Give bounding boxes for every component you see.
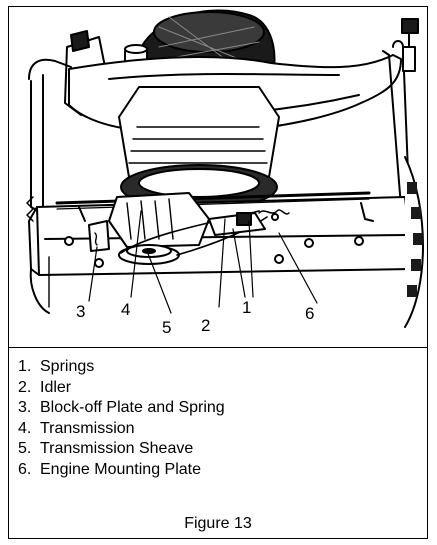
legend-label: Engine Mounting Plate [40,460,201,478]
legend-item: 4. Transmission [18,419,225,440]
legend-item: 1. Springs [18,357,225,378]
legend-item: 6. Engine Mounting Plate [18,460,225,481]
legend-number: 4. [18,419,32,437]
callout-6: 6 [305,304,315,323]
figure-legend: 1. Springs 2. Idler 3. Block-off Plate and … [18,357,225,480]
legend-label: Transmission Sheave [40,440,194,457]
figure-divider [9,347,427,348]
callout-5: 5 [162,318,172,337]
legend-number: 5. [18,440,32,457]
mower-engine-drawing [26,9,424,328]
callout-3: 3 [76,302,86,321]
legend-number: 1. [18,358,32,375]
callout-1: 1 [242,298,252,317]
callout-2: 2 [201,316,211,335]
legend-label: Idler [40,378,72,396]
legend-item: 2. Idler [18,378,225,399]
legend-number: 6. [18,460,32,478]
legend-number: 2. [18,378,32,396]
legend-label: Springs [40,358,95,375]
legend-label: Transmission [40,419,135,437]
legend-item: 5. Transmission Sheave [18,439,225,460]
figure-frame: 3 4 5 2 1 6 1. Springs 2. Idler 3. Block-of… [8,6,428,539]
legend-label: Block-off Plate and Spring [40,399,225,416]
legend-number: 3. [18,399,32,416]
callout-4: 4 [121,300,131,319]
legend-item: 3. Block-off Plate and Spring [18,398,225,419]
figure-caption: Figure 13 [184,515,252,532]
